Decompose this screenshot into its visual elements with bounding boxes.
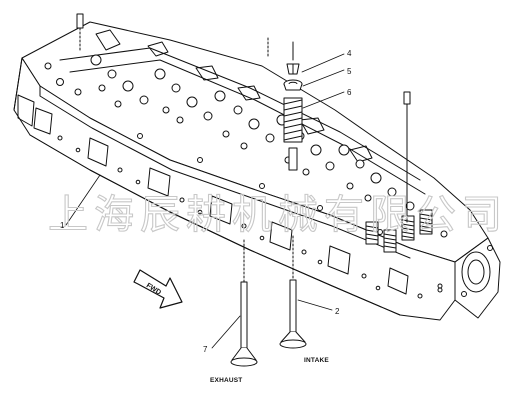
valve-spring xyxy=(283,97,303,143)
rear-bore xyxy=(437,245,493,297)
callout-7: 7 xyxy=(203,345,208,354)
valve-keeper xyxy=(286,63,300,75)
callout-5: 5 xyxy=(347,67,352,76)
dowel-pin-left xyxy=(76,13,84,53)
callout-6: 6 xyxy=(347,88,352,97)
valve-retainer xyxy=(283,79,303,91)
exhaust-valve xyxy=(230,239,258,367)
callout-2: 2 xyxy=(335,307,340,316)
exhaust-caption: EXHAUST xyxy=(210,377,242,384)
installed-valve-springs xyxy=(365,209,433,253)
dowel-pin-right xyxy=(403,91,411,223)
callout-leaders xyxy=(65,53,345,349)
callout-1: 1 xyxy=(60,221,65,230)
intake-valve xyxy=(279,235,307,349)
callout-4: 4 xyxy=(347,49,352,58)
cylinder-head-body xyxy=(13,21,501,321)
valve-guide xyxy=(288,147,298,171)
fwd-direction-arrow xyxy=(133,269,183,309)
watermark: 上海辰耕机械有限公司 xyxy=(48,192,508,238)
intake-caption: INTAKE xyxy=(304,357,329,364)
